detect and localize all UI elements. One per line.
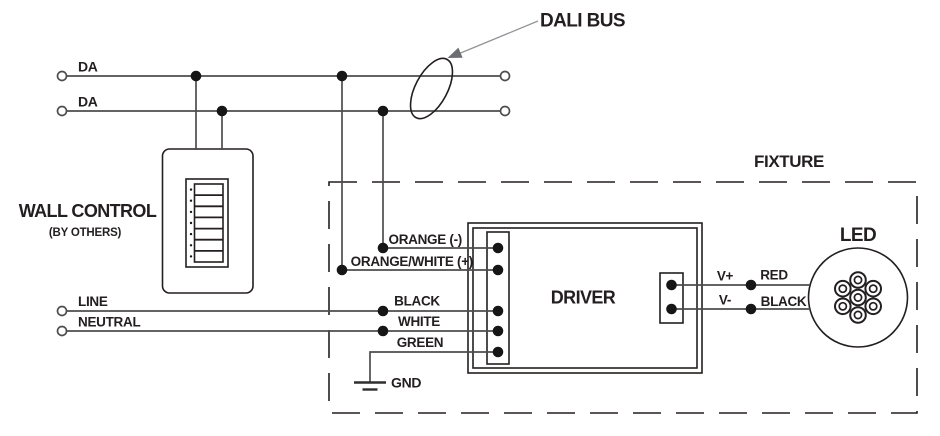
wall-control-subtitle: (BY OTHERS): [49, 227, 122, 239]
callout-arrowhead: [447, 47, 463, 58]
keypad-led-dot: [189, 210, 193, 214]
callout-arrow-icon: [447, 20, 539, 58]
wires: [67, 75, 810, 382]
led-module: [807, 247, 909, 348]
keypad-led-dot: [189, 188, 193, 191]
keypad-icon: [185, 178, 229, 268]
led-emitter-core: [868, 301, 878, 311]
orange-white-pos-label: ORANGE/WHITE (+): [351, 254, 473, 269]
terminal-dot: [666, 303, 677, 315]
junction-dot: [745, 279, 757, 291]
junction-dot: [377, 305, 389, 317]
black-lead-label: BLACK: [394, 294, 440, 309]
green-ground-wire: [369, 351, 498, 382]
terminal-dot: [666, 279, 677, 291]
terminal-dot: [492, 305, 504, 317]
callout-arrow-line: [456, 20, 539, 56]
led-label: LED: [840, 225, 876, 246]
junction-dot: [377, 325, 389, 337]
led-emitter-core: [868, 284, 878, 294]
dali-bus-loop-icon: [409, 57, 454, 120]
fixture-label: FIXTURE: [754, 152, 824, 171]
da-label-top: DA: [78, 59, 98, 75]
red-wire-label: RED: [760, 268, 788, 283]
keypad-led-dot: [189, 232, 193, 236]
junction-dot: [336, 70, 348, 82]
junction-dot: [336, 264, 348, 276]
junction-dot: [745, 303, 757, 315]
wall-control-component: [161, 148, 254, 294]
junction-dot: [216, 105, 228, 117]
driver-label: DRIVER: [551, 288, 616, 308]
dali-bus-label: DALI BUS: [540, 11, 625, 32]
led-emitter-core: [853, 275, 863, 285]
black-wire-label: BLACK: [761, 294, 807, 309]
junction-dot: [190, 70, 202, 82]
open-terminals: [56, 70, 511, 337]
terminal-dot: [492, 242, 504, 254]
da-terminal-circle: [499, 105, 511, 117]
line-terminal-circle: [56, 305, 68, 317]
keypad-led-dot: [189, 244, 193, 247]
neutral-label: NEUTRAL: [78, 315, 140, 330]
keypad-led-dot: [189, 221, 193, 225]
terminal-dot: [492, 325, 504, 337]
gnd-label: GND: [391, 375, 421, 391]
terminal-dot: [492, 346, 504, 358]
junction-dot: [377, 242, 389, 254]
green-lead-label: GREEN: [397, 335, 444, 350]
da-terminal-circle: [499, 70, 511, 82]
led-emitter-core: [838, 301, 848, 311]
keypad-button-column: [193, 183, 224, 263]
junction-dot: [377, 105, 389, 117]
neutral-terminal-circle: [56, 325, 68, 337]
da-label-bottom: DA: [78, 94, 98, 110]
da-terminal-circle: [56, 70, 68, 82]
orange-neg-label: ORANGE (-): [389, 232, 463, 247]
vplus-label: V+: [717, 269, 734, 284]
led-emitter-core: [838, 284, 848, 294]
da-terminal-circle: [56, 105, 68, 117]
keypad-led-dot: [189, 199, 193, 202]
white-lead-label: WHITE: [398, 314, 440, 329]
keypad-led-dot: [189, 255, 193, 258]
wall-control-title: WALL CONTROL: [19, 201, 157, 221]
ground-icon: [354, 381, 386, 391]
driver-inner-box: [472, 227, 698, 369]
line-label: LINE: [78, 294, 108, 309]
vminus-label: V-: [719, 293, 731, 308]
led-emitter-icons: [834, 271, 883, 324]
led-emitter-core: [853, 310, 863, 320]
fixture-boundary-box: [328, 181, 918, 414]
terminal-dot: [492, 264, 504, 276]
junction-dots: [190, 70, 757, 358]
led-emitter-core: [853, 293, 863, 302]
